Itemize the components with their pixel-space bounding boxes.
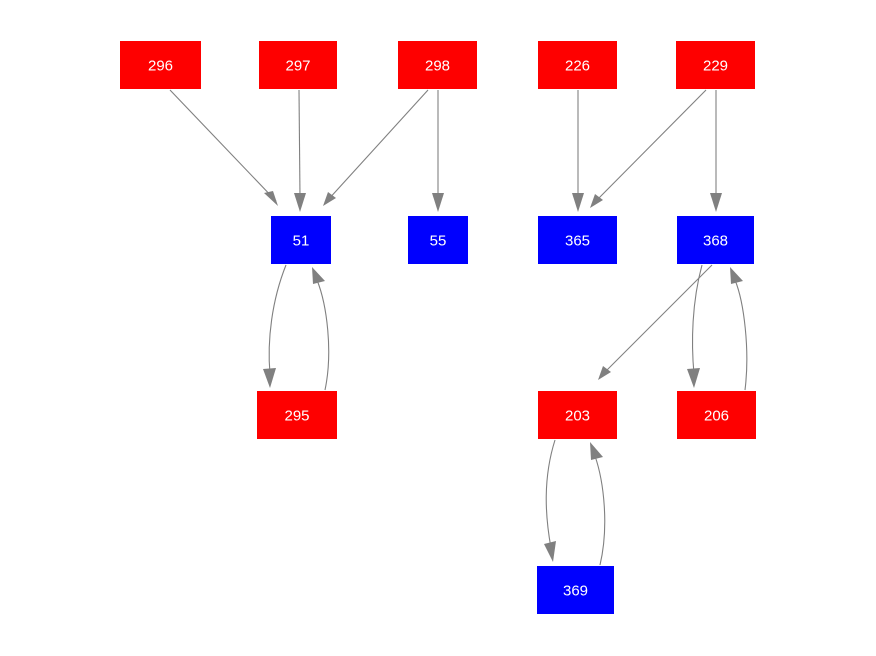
edge-line bbox=[594, 455, 606, 566]
graph-edge-203-to-369 bbox=[544, 439, 556, 562]
graph-edge-229-to-365 bbox=[590, 89, 707, 208]
graph-edge-226-to-365 bbox=[572, 90, 584, 212]
node-box[interactable] bbox=[676, 41, 755, 89]
edge-line bbox=[298, 89, 301, 199]
graph-edge-297-to-51 bbox=[294, 89, 306, 212]
node-box[interactable] bbox=[257, 391, 337, 439]
edge-line bbox=[316, 279, 330, 391]
graph-edge-368-to-203 bbox=[598, 264, 713, 380]
graph-node-369[interactable]: 369 bbox=[537, 566, 614, 614]
arrowhead-icon bbox=[323, 192, 336, 206]
node-box[interactable] bbox=[398, 41, 477, 89]
edge-line bbox=[326, 89, 429, 202]
arrowhead-icon bbox=[544, 541, 556, 562]
node-box[interactable] bbox=[408, 216, 468, 264]
node-box[interactable] bbox=[120, 41, 201, 89]
edge-line bbox=[593, 89, 707, 204]
node-box[interactable] bbox=[271, 216, 331, 264]
edges-layer bbox=[169, 89, 748, 566]
edge-line bbox=[601, 264, 713, 376]
node-box[interactable] bbox=[677, 216, 754, 264]
graph-edge-298-to-51 bbox=[323, 89, 429, 206]
node-box[interactable] bbox=[538, 216, 617, 264]
graph-edge-368-to-206 bbox=[687, 264, 703, 388]
edge-line bbox=[734, 279, 748, 391]
node-box[interactable] bbox=[677, 391, 756, 439]
arrowhead-icon bbox=[432, 193, 444, 212]
arrowhead-icon bbox=[710, 193, 722, 212]
graph-node-368[interactable]: 368 bbox=[677, 216, 754, 264]
graph-edge-296-to-51 bbox=[169, 89, 278, 206]
graph-node-203[interactable]: 203 bbox=[538, 391, 617, 439]
graph-node-295[interactable]: 295 bbox=[257, 391, 337, 439]
edge-line bbox=[545, 439, 556, 549]
graph-node-206[interactable]: 206 bbox=[677, 391, 756, 439]
node-box[interactable] bbox=[538, 391, 617, 439]
graph-node-298[interactable]: 298 bbox=[398, 41, 477, 89]
graph-node-226[interactable]: 226 bbox=[538, 41, 617, 89]
edge-line bbox=[268, 264, 287, 375]
arrowhead-icon bbox=[572, 193, 584, 212]
arrowhead-icon bbox=[598, 366, 611, 380]
node-box[interactable] bbox=[538, 41, 617, 89]
graph-node-55[interactable]: 55 bbox=[408, 216, 468, 264]
node-box[interactable] bbox=[259, 41, 337, 89]
node-box[interactable] bbox=[537, 566, 614, 614]
graph-node-297[interactable]: 297 bbox=[259, 41, 337, 89]
graph-edge-369-to-203 bbox=[590, 442, 606, 566]
graph-edge-298-to-55 bbox=[432, 90, 444, 212]
arrowhead-icon bbox=[590, 442, 603, 460]
graph-node-365[interactable]: 365 bbox=[538, 216, 617, 264]
arrowhead-icon bbox=[730, 267, 743, 284]
arrowhead-icon bbox=[590, 194, 603, 208]
graph-edge-51-to-295 bbox=[263, 264, 287, 388]
graph-edge-229-to-368 bbox=[710, 90, 722, 212]
arrowhead-icon bbox=[687, 368, 700, 388]
edge-line bbox=[691, 264, 703, 375]
arrowhead-icon bbox=[294, 193, 306, 212]
arrowhead-icon bbox=[263, 368, 276, 388]
graph-node-51[interactable]: 51 bbox=[271, 216, 331, 264]
graph-node-229[interactable]: 229 bbox=[676, 41, 755, 89]
graph-node-296[interactable]: 296 bbox=[120, 41, 201, 89]
arrowhead-icon bbox=[264, 191, 278, 206]
graph-edge-206-to-368 bbox=[730, 267, 748, 391]
arrowhead-icon bbox=[312, 267, 325, 284]
edge-line bbox=[169, 89, 277, 202]
graph-edge-295-to-51 bbox=[312, 267, 330, 391]
